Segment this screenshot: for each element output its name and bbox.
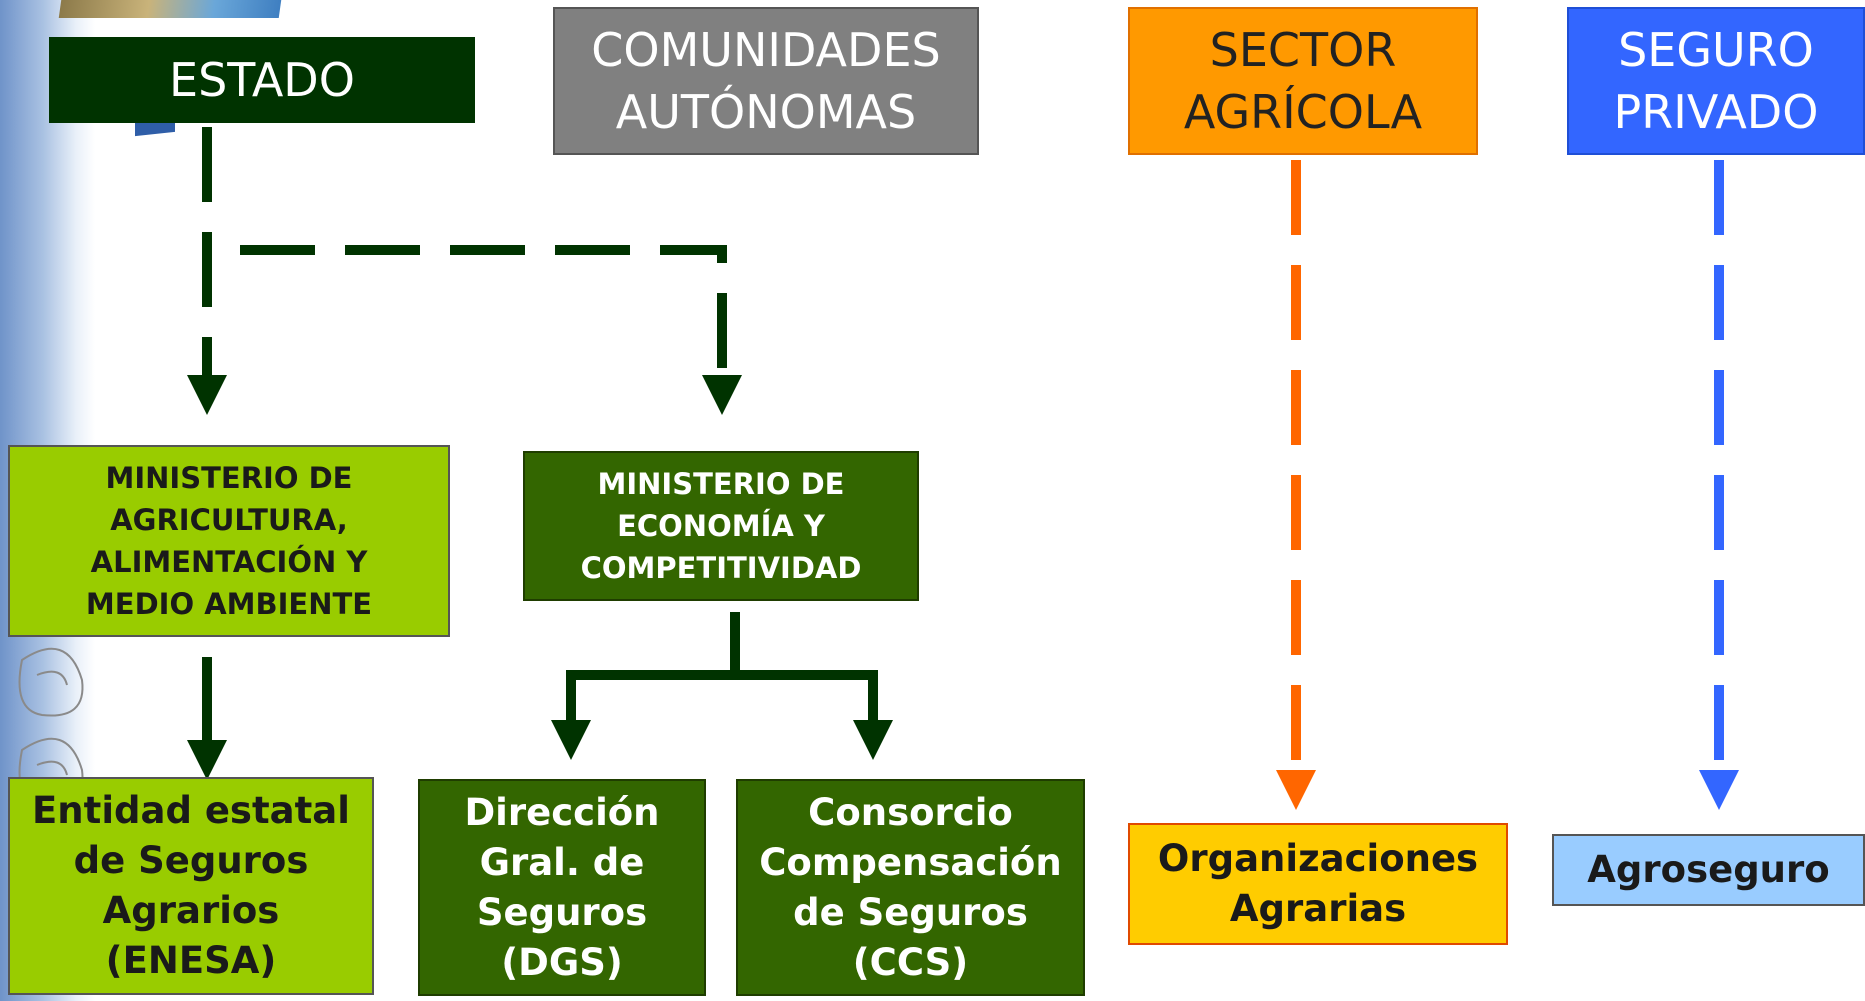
agroseguro-label: Agroseguro: [1587, 848, 1830, 891]
enesa-label: Entidad estatal de Seguros Agrarios (ENE…: [32, 789, 350, 982]
header-seguro-privado: SEGURO PRIVADO: [1567, 7, 1865, 155]
header-sector-label: SECTOR AGRÍCOLA: [1183, 23, 1423, 139]
box-dgs: Dirección Gral. de Seguros (DGS): [418, 779, 706, 996]
header-estado: ESTADO: [49, 37, 475, 123]
box-ccs: Consorcio Compensación de Seguros (CCS): [736, 779, 1085, 996]
organizaciones-label: Organizaciones Agrarias: [1157, 837, 1479, 930]
box-agroseguro: Agroseguro: [1552, 834, 1865, 906]
header-sector-agricola: SECTOR AGRÍCOLA: [1128, 7, 1478, 155]
box-ministerio-agricultura: MINISTERIO DE AGRICULTURA, ALIMENTACIÓN …: [8, 445, 450, 637]
header-comunidades-label: COMUNIDADES AUTÓNOMAS: [591, 23, 941, 139]
link-estado-mineco: [240, 245, 742, 415]
dgs-label: Dirección Gral. de Seguros (DGS): [464, 790, 660, 984]
ministerio-agricultura-label: MINISTERIO DE AGRICULTURA, ALIMENTACIÓN …: [85, 461, 373, 621]
box-ministerio-economia: MINISTERIO DE ECONOMÍA Y COMPETITIVIDAD: [523, 451, 919, 601]
box-enesa: Entidad estatal de Seguros Agrarios (ENE…: [8, 777, 374, 995]
header-seguro-label: SEGURO PRIVADO: [1613, 23, 1819, 139]
ccs-label: Consorcio Compensación de Seguros (CCS): [759, 790, 1062, 984]
header-comunidades: COMUNIDADES AUTÓNOMAS: [553, 7, 979, 155]
ministerio-economia-label: MINISTERIO DE ECONOMÍA Y COMPETITIVIDAD: [580, 467, 862, 585]
box-organizaciones-agrarias: Organizaciones Agrarias: [1128, 823, 1508, 945]
background-photo: [58, 0, 282, 18]
header-estado-label: ESTADO: [169, 53, 355, 107]
